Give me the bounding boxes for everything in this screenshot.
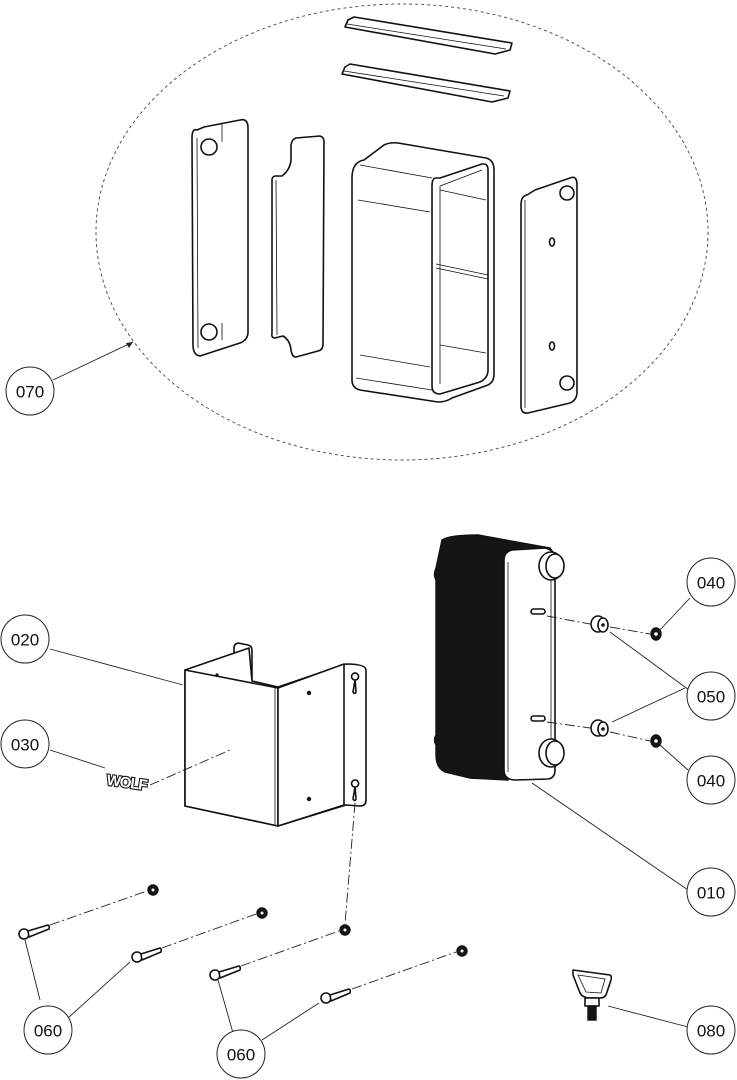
plate-heat-exchanger	[433, 534, 565, 781]
screw-1	[18, 924, 51, 940]
keyhole-slot-icon	[350, 779, 360, 802]
callout-label: 070	[16, 383, 44, 402]
leader-070	[52, 341, 134, 381]
screw-2	[131, 947, 163, 963]
washer-3	[339, 924, 351, 936]
port-hole-icon	[200, 138, 218, 156]
mounting-bracket	[184, 642, 367, 827]
centerline-screw-2	[161, 913, 257, 949]
stud-icon	[530, 608, 546, 615]
callout-label: 020	[11, 631, 39, 650]
port-hole-icon	[559, 375, 575, 391]
screw-3	[209, 965, 242, 981]
leader-lines	[24, 597, 691, 1041]
detail-boundary-circle	[95, 3, 709, 461]
spacer-top	[590, 615, 609, 633]
centerline-bottom-nut	[609, 731, 651, 742]
callout-050[interactable]: 050	[686, 671, 736, 721]
callout-040-top[interactable]: 040	[686, 557, 736, 607]
callout-060-right[interactable]: 060	[216, 1029, 266, 1079]
callout-label: 060	[34, 1022, 62, 1041]
frame-shell	[351, 141, 495, 403]
arrowhead-icon	[126, 342, 133, 348]
end-plate-right	[520, 176, 578, 414]
callout-020[interactable]: 020	[0, 614, 50, 664]
callout-label: 040	[697, 772, 725, 791]
logo-badge: WOLF	[104, 771, 149, 796]
insulation-strip-top	[344, 16, 513, 55]
callout-label: 030	[11, 736, 39, 755]
keyhole-slot-icon	[350, 672, 360, 695]
callout-label: 040	[697, 574, 725, 593]
bolt-hole-icon	[548, 237, 556, 247]
port-hole-icon	[200, 323, 218, 341]
detail-070-group	[52, 3, 709, 461]
callout-030[interactable]: 030	[0, 719, 50, 769]
callout-label: 080	[697, 1022, 725, 1041]
logo-badge-text: WOLF	[106, 772, 149, 795]
gasket-plate	[271, 135, 325, 358]
bolt-hole-icon	[548, 341, 556, 351]
rivet-icon	[306, 690, 312, 696]
washer-4	[456, 945, 468, 957]
centerline-screw-1	[49, 890, 148, 926]
washer-2	[256, 907, 268, 919]
callout-060-left[interactable]: 060	[23, 1005, 73, 1055]
thumb-screw	[572, 969, 613, 1021]
port-bottom-opening	[545, 740, 565, 766]
callout-label: 050	[697, 688, 725, 707]
end-plate-left	[191, 118, 249, 357]
centerline-keyhole	[344, 802, 356, 925]
centerline-top-stud	[546, 615, 591, 625]
rivet-icon	[215, 673, 219, 677]
stud-icon	[530, 715, 546, 722]
callout-label: 060	[227, 1046, 255, 1065]
callout-040-bottom[interactable]: 040	[686, 755, 736, 805]
rivet-icon	[306, 796, 312, 802]
callout-label: 010	[697, 884, 725, 903]
spacer-bottom	[590, 719, 609, 737]
screw-4	[320, 988, 352, 1004]
callout-010[interactable]: 010	[686, 867, 736, 917]
insulation-strip-middle	[341, 63, 511, 103]
centerline-screw-3	[240, 930, 340, 967]
callout-070[interactable]: 070	[5, 366, 55, 416]
centerline-top-nut	[609, 626, 651, 635]
nut-bottom	[650, 734, 662, 748]
centerline-screw-4	[351, 951, 457, 990]
callout-080[interactable]: 080	[686, 1005, 736, 1055]
washer-1	[147, 884, 159, 896]
centerline-bottom-stud	[546, 721, 591, 729]
centerline-logo	[149, 749, 231, 786]
port-hole-icon	[559, 185, 575, 201]
port-top-opening	[545, 553, 565, 579]
screw-set	[18, 884, 468, 1004]
